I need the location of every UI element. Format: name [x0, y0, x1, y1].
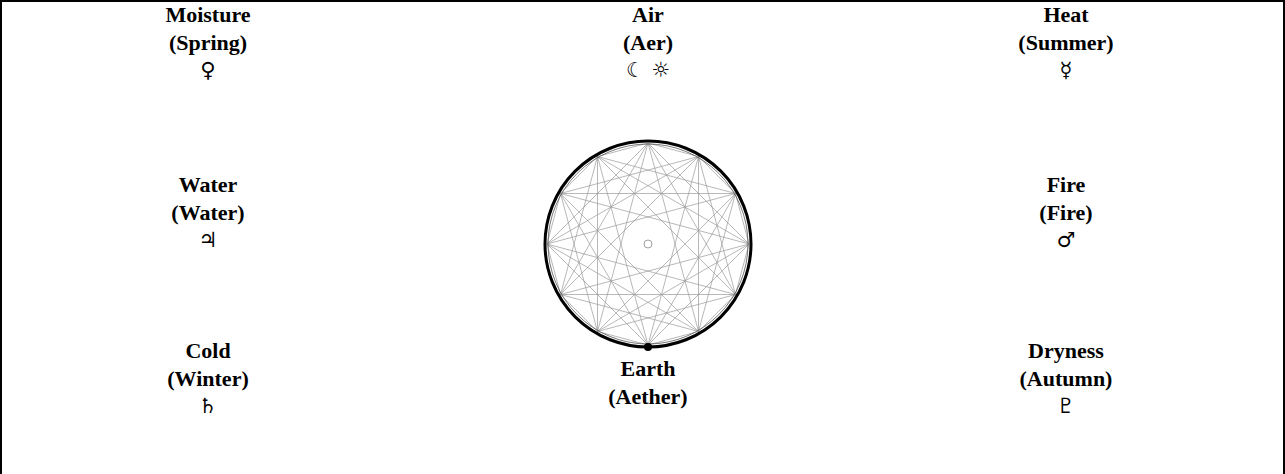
planet-symbol: ♃ — [199, 228, 218, 252]
element-label: Earth — [621, 356, 676, 381]
element-label: Fire — [1047, 172, 1086, 197]
element-label: Moisture — [165, 2, 250, 27]
element-label: (Winter) — [167, 366, 248, 391]
star-line — [648, 143, 735, 295]
planet-symbol: ☿ — [1060, 58, 1073, 82]
star-line — [648, 157, 699, 345]
planet-symbol: ♄ — [199, 394, 218, 418]
star-line — [598, 157, 649, 345]
planet-symbol: ♀ — [200, 58, 215, 82]
inner-circle — [548, 144, 748, 344]
star-line — [561, 157, 598, 194]
star-line — [561, 193, 736, 194]
element-label: Dryness — [1028, 338, 1104, 363]
planet-symbol: ♇ — [1057, 394, 1076, 418]
element-label: Water — [179, 172, 238, 197]
star-line — [598, 157, 750, 244]
star-line — [561, 194, 648, 346]
star-line — [561, 157, 699, 295]
star-line — [547, 194, 735, 245]
element-label: Air — [632, 2, 664, 27]
star-line — [561, 143, 648, 295]
star-line — [561, 244, 749, 295]
outer-circle — [545, 141, 751, 347]
star-line — [598, 194, 736, 332]
earth-dot — [644, 343, 652, 351]
star-line — [699, 157, 736, 194]
element-label: (Aer) — [623, 30, 673, 55]
star-line — [648, 143, 699, 331]
element-label: (Summer) — [1018, 30, 1113, 55]
planet-symbol: ♂ — [1057, 228, 1076, 252]
star-line — [547, 244, 699, 331]
element-label: Cold — [185, 338, 230, 363]
star-line — [561, 295, 598, 332]
star-line — [597, 157, 598, 332]
element-label: (Autumn) — [1020, 366, 1113, 391]
element-label: (Water) — [171, 200, 244, 225]
planet-symbol: ☾ ☼ — [626, 58, 670, 82]
element-label: Heat — [1043, 2, 1088, 27]
star-line — [598, 157, 736, 295]
star-line — [598, 143, 649, 331]
center-point — [644, 240, 652, 248]
star-polygram — [547, 143, 749, 345]
star-line — [547, 244, 735, 295]
star-line — [648, 194, 735, 346]
star-line — [561, 294, 736, 295]
star-line — [598, 244, 750, 331]
element-label: (Aether) — [608, 384, 687, 409]
star-line — [561, 194, 699, 332]
star-line — [561, 194, 749, 245]
star-line — [699, 295, 736, 332]
element-label: (Spring) — [169, 30, 247, 55]
star-line — [547, 157, 699, 244]
star-line — [698, 157, 699, 332]
element-label: (Fire) — [1039, 200, 1092, 225]
